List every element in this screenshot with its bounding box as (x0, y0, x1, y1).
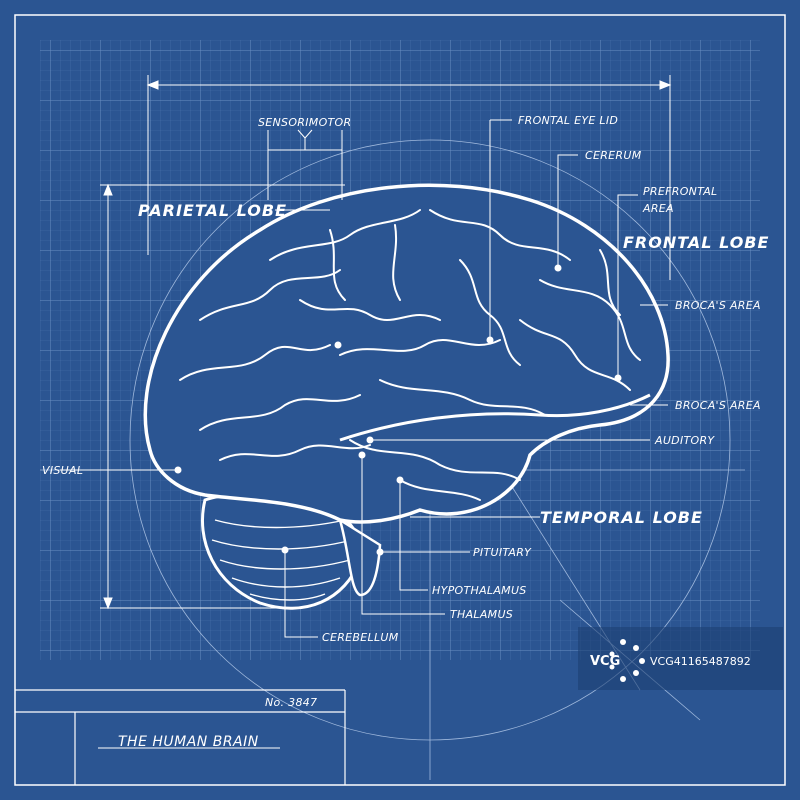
title-block-title: THE HUMAN BRAIN (118, 734, 259, 750)
title-block (15, 689, 346, 785)
watermark: VCG VCG41165487892 (578, 627, 783, 690)
label-brocas-area-lower: BROCA'S AREA (675, 399, 761, 412)
label-temporal-lobe: TEMPORAL LOBE (540, 508, 703, 527)
label-prefrontal-area: AREA (642, 202, 674, 215)
watermark-id: VCG41165487892 (650, 655, 751, 668)
dimension-lines (100, 75, 672, 610)
label-frontal-lobe: FRONTAL LOBE (623, 233, 769, 252)
label-thalamus: THALAMUS (450, 608, 513, 621)
label-pituitary: PITUITARY (473, 546, 532, 559)
label-prefrontal: PREFRONTAL (643, 185, 717, 198)
label-brocas-area-upper: BROCA'S AREA (675, 299, 761, 312)
brain-illustration (143, 183, 670, 610)
outer-frame (14, 14, 786, 786)
label-cerebellum: CEREBELLUM (322, 631, 399, 644)
label-visual: VISUAL (42, 464, 83, 477)
label-hypothalamus: HYPOTHALAMUS (432, 584, 527, 597)
callout-points (174, 264, 622, 556)
label-frontal-eye-lid: FRONTAL EYE LID (518, 114, 618, 127)
label-cerebrum: CERERUM (585, 149, 642, 162)
watermark-logo-text: VCG (590, 654, 620, 669)
brainstem-shape (337, 517, 382, 597)
watermark-logo-icon (609, 639, 645, 682)
cerebrum-shape (143, 183, 670, 524)
label-auditory: AUDITORY (654, 434, 715, 447)
label-parietal-lobe: PARIETAL LOBE (138, 201, 287, 220)
label-sensorimotor: SENSORIMOTOR (258, 116, 351, 129)
leader-lines (60, 119, 668, 638)
title-block-number: No. 3847 (265, 696, 317, 709)
